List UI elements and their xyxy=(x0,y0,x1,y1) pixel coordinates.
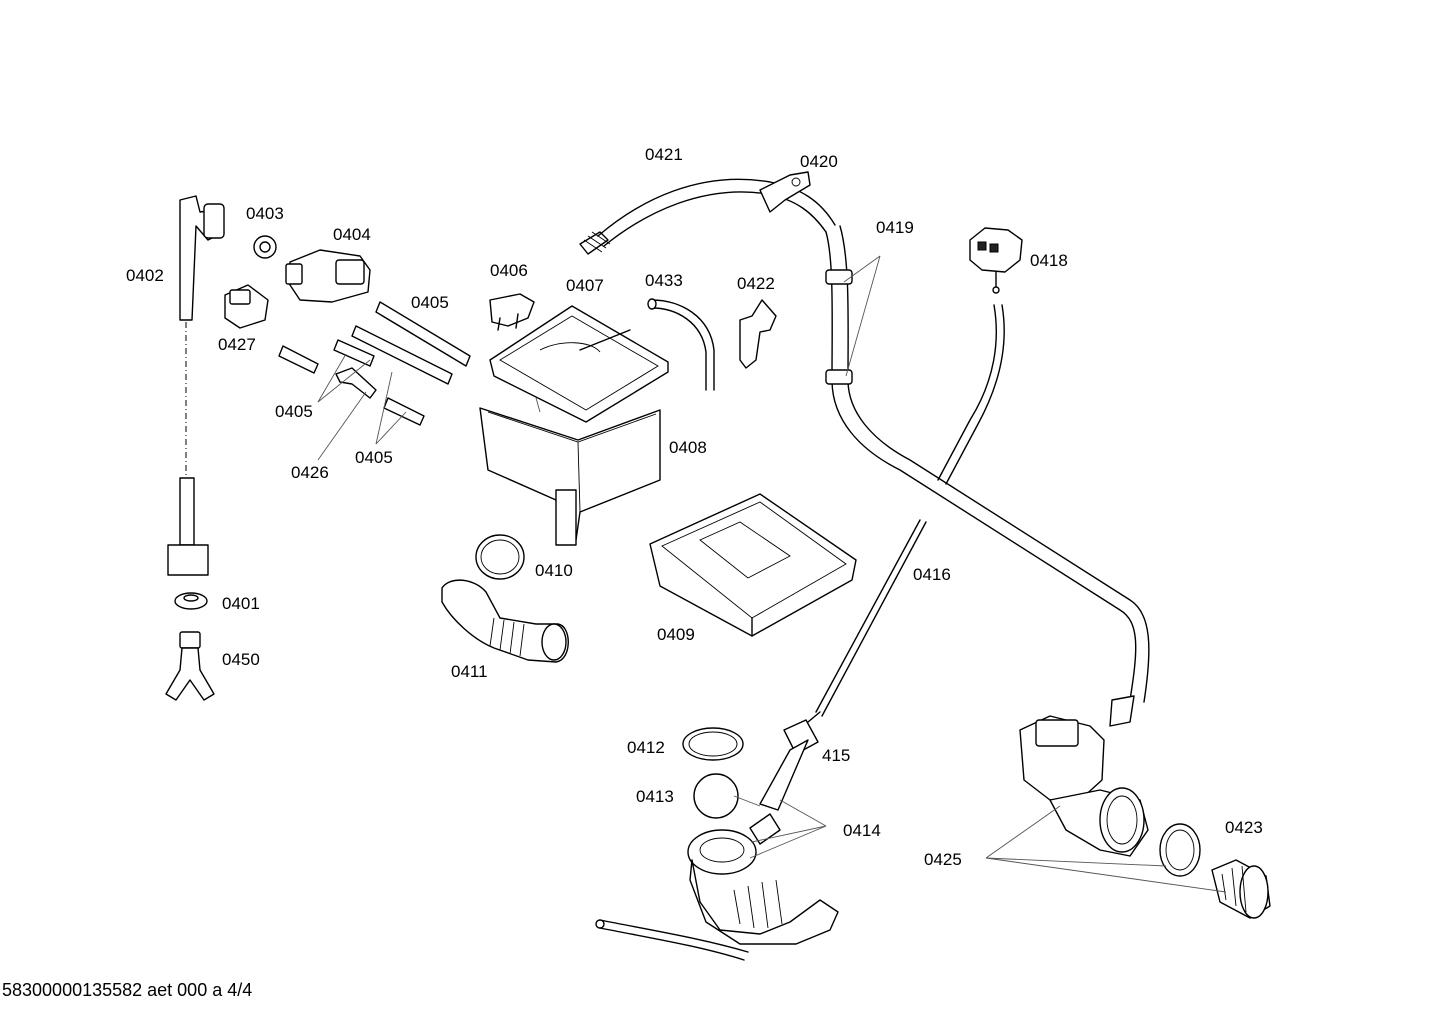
drain-hose-0421 xyxy=(579,178,836,255)
label-0401: 0401 xyxy=(222,594,260,613)
label-0406: 0406 xyxy=(490,261,528,280)
label-415: 415 xyxy=(822,746,850,765)
inlet-hose-0402 xyxy=(167,195,225,576)
label-0414: 0414 xyxy=(843,821,881,840)
pressure-tube-0416 xyxy=(815,304,1005,717)
holder-0422 xyxy=(739,299,777,369)
dispenser-housing-0408 xyxy=(479,407,661,546)
leader-lines xyxy=(317,255,1227,893)
sensor-415 xyxy=(759,711,821,811)
label-0405-bottom: 0405 xyxy=(355,448,393,467)
drain-hose-0419 xyxy=(825,225,1150,727)
dispenser-lid-0407 xyxy=(489,305,669,423)
valve-0427 xyxy=(224,284,269,329)
y-piece-0426 xyxy=(335,367,377,399)
bracket-0406 xyxy=(489,293,535,331)
label-0402: 0402 xyxy=(126,266,164,285)
tubes-0405 xyxy=(278,301,471,426)
label-0423: 0423 xyxy=(1225,818,1263,837)
inlet-valve-0404 xyxy=(285,249,371,303)
ball-0413 xyxy=(693,773,739,819)
y-connector-0450 xyxy=(165,631,215,701)
pump-filter xyxy=(1211,859,1271,919)
label-0403: 0403 xyxy=(246,204,284,223)
sump-0414 xyxy=(595,813,839,961)
label-0420: 0420 xyxy=(800,152,838,171)
label-0418: 0418 xyxy=(1030,251,1068,270)
label-0408: 0408 xyxy=(669,438,707,457)
label-0410: 0410 xyxy=(535,561,573,580)
seal-0412 xyxy=(682,727,744,761)
part-labels: 0421 0420 0419 0418 0403 0404 0402 0406 … xyxy=(126,145,1263,869)
pressure-switch-0418 xyxy=(969,227,1023,294)
seal-0410 xyxy=(475,534,525,580)
seal-0403 xyxy=(253,235,277,259)
bellows-0411 xyxy=(441,579,569,663)
label-0450: 0450 xyxy=(222,650,260,669)
label-0433: 0433 xyxy=(645,271,683,290)
label-0409: 0409 xyxy=(657,625,695,644)
label-0419: 0419 xyxy=(876,218,914,237)
label-0411: 0411 xyxy=(451,662,488,681)
hose-clip-0420 xyxy=(759,171,811,213)
label-0425: 0425 xyxy=(924,850,962,869)
document-id-footer: 58300000135582 aet 000 a 4/4 xyxy=(2,980,253,1000)
label-0421: 0421 xyxy=(645,145,683,164)
label-0407: 0407 xyxy=(566,276,604,295)
label-0412: 0412 xyxy=(627,738,665,757)
label-0422: 0422 xyxy=(737,274,775,293)
seal-0423 xyxy=(1159,823,1201,877)
seal-0401 xyxy=(174,592,208,610)
detergent-drawer-0409 xyxy=(649,493,857,637)
hose-0433 xyxy=(647,298,715,391)
label-0405-mid: 0405 xyxy=(275,402,313,421)
drain-pump-0425 xyxy=(1019,715,1149,857)
label-0426: 0426 xyxy=(291,463,329,482)
label-0405-top: 0405 xyxy=(411,293,449,312)
label-0404: 0404 xyxy=(333,225,371,244)
label-0413: 0413 xyxy=(636,787,674,806)
label-0427: 0427 xyxy=(218,335,256,354)
label-0416: 0416 xyxy=(913,565,951,584)
